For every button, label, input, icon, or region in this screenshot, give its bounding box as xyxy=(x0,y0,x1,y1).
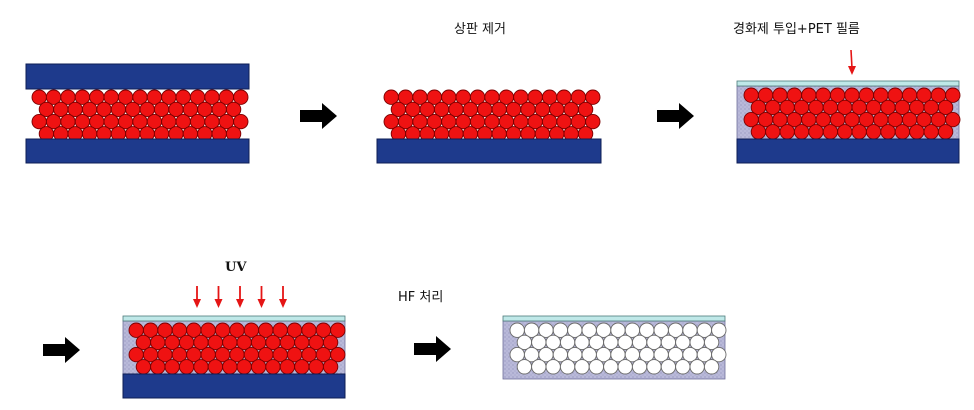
label-hf: HF 처리 xyxy=(398,290,443,305)
polymer-sphere xyxy=(894,124,911,140)
polymer-sphere xyxy=(193,359,209,375)
polymer-sphere xyxy=(164,359,180,375)
polymer-sphere xyxy=(233,89,249,105)
process-arrow-4 xyxy=(414,336,451,362)
polymer-sphere xyxy=(225,101,242,118)
silica-sphere xyxy=(631,359,648,375)
polymer-sphere xyxy=(308,359,324,375)
silica-sphere xyxy=(545,359,561,375)
step-4-uv-cure xyxy=(122,315,346,399)
step-3-hardener-pet xyxy=(736,80,961,164)
polymer-sphere xyxy=(765,124,781,140)
step-1-stack xyxy=(25,63,250,164)
polymer-sphere xyxy=(808,124,824,140)
process-arrow-1 xyxy=(300,103,337,129)
label-uv: UV xyxy=(225,260,247,275)
polymer-sphere xyxy=(330,322,346,338)
polymer-sphere xyxy=(880,124,896,140)
pet-film xyxy=(736,80,960,87)
silica-sphere xyxy=(617,359,633,375)
polymer-sphere xyxy=(937,124,954,140)
polymer-sphere xyxy=(265,359,281,375)
polymer-sphere xyxy=(822,124,839,140)
silica-sphere xyxy=(660,359,677,375)
polymer-sphere xyxy=(851,124,867,140)
pet-pointer-arrow xyxy=(848,49,856,75)
pet-film xyxy=(122,315,346,322)
uv-arrow xyxy=(279,286,287,308)
sphere-layer xyxy=(383,89,601,142)
polymer-sphere xyxy=(150,359,166,375)
sphere-layer xyxy=(509,322,727,375)
top-plate xyxy=(25,63,250,90)
polymer-sphere xyxy=(937,99,954,116)
silica-sphere xyxy=(689,359,705,375)
polymer-sphere xyxy=(250,359,267,375)
polymer-sphere xyxy=(779,124,795,140)
silica-sphere xyxy=(531,359,547,375)
silica-sphere xyxy=(703,359,720,375)
polymer-sphere xyxy=(793,124,810,140)
polymer-sphere xyxy=(322,359,339,375)
polymer-sphere xyxy=(585,113,601,130)
silica-sphere xyxy=(703,334,720,351)
polymer-sphere xyxy=(207,359,224,375)
uv-arrows xyxy=(193,286,287,308)
process-arrows xyxy=(43,103,694,363)
uv-arrow xyxy=(257,286,266,308)
bottom-plate xyxy=(122,373,346,399)
polymer-sphere xyxy=(330,346,346,363)
bottom-plate xyxy=(736,138,960,164)
label-hardener-pet: 경화제 투입+PET 필름 xyxy=(733,22,860,37)
step-2-top-removed xyxy=(376,89,602,164)
pet-film xyxy=(502,315,726,322)
process-arrow-2 xyxy=(657,103,694,129)
polymer-sphere xyxy=(178,359,195,375)
uv-arrow xyxy=(193,286,201,308)
silica-sphere xyxy=(603,359,619,375)
polymer-sphere xyxy=(322,334,339,351)
polymer-sphere xyxy=(585,89,601,105)
polymer-sphere xyxy=(945,87,961,103)
silica-sphere xyxy=(675,359,691,375)
silica-sphere xyxy=(711,322,727,338)
silica-sphere xyxy=(588,359,605,375)
label-remove-top: 상판 제거 xyxy=(454,22,506,37)
silica-sphere xyxy=(516,359,533,375)
step-5-hf-etch xyxy=(502,315,727,380)
polymer-sphere xyxy=(750,124,767,140)
uv-arrow xyxy=(214,286,223,308)
silica-sphere xyxy=(574,359,590,375)
silica-sphere xyxy=(711,346,727,363)
polymer-sphere xyxy=(577,101,594,118)
polymer-sphere xyxy=(837,124,853,140)
polymer-sphere xyxy=(909,124,925,140)
bottom-plate xyxy=(376,138,602,164)
uv-arrow xyxy=(236,286,244,308)
polymer-sphere xyxy=(236,359,252,375)
polymer-sphere xyxy=(233,113,249,130)
polymer-sphere xyxy=(294,359,310,375)
bottom-plate xyxy=(25,138,250,164)
sphere-layer xyxy=(128,322,346,375)
polymer-sphere xyxy=(945,111,961,128)
sphere-layer xyxy=(743,87,961,140)
sphere-layer xyxy=(31,89,249,142)
polymer-sphere xyxy=(279,359,296,375)
polymer-sphere xyxy=(222,359,238,375)
polymer-sphere xyxy=(923,124,939,140)
polymer-sphere xyxy=(865,124,882,140)
process-arrow-3 xyxy=(43,337,80,363)
silica-sphere xyxy=(559,359,576,375)
polymer-sphere xyxy=(135,359,152,375)
silica-sphere xyxy=(646,359,662,375)
